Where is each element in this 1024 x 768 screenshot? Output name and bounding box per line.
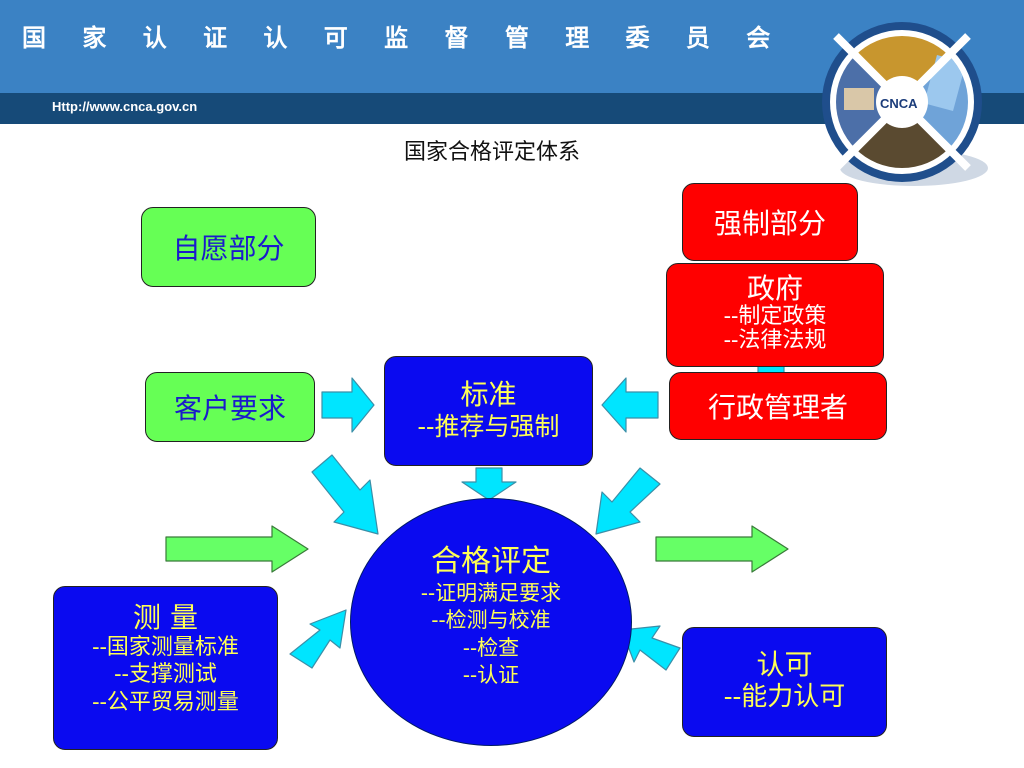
logo-text: CNCA — [880, 96, 918, 111]
mandatory-part-label: 强制部分 — [713, 207, 826, 240]
conformity-line-testing: --检测与校准 — [431, 608, 551, 633]
measurement-title: 测 量 — [133, 601, 198, 634]
government-box: 政府 --制定政策 --法律法规 — [666, 263, 884, 367]
accreditation-box: 认可 --能力认可 — [682, 627, 887, 737]
measurement-line-trade: --公平贸易测量 — [92, 689, 239, 715]
standard-title: 标准 — [460, 377, 517, 411]
government-title: 政府 — [746, 272, 803, 305]
measurement-box: 测 量 --国家测量标准 --支撑测试 --公平贸易测量 — [53, 586, 278, 750]
administrator-label: 行政管理者 — [707, 391, 848, 424]
measurement-line-testing: --支撑测试 — [114, 662, 217, 688]
arrow-measurement-to-conformity — [289, 609, 347, 669]
government-line-laws: --法律法规 — [723, 327, 827, 353]
accreditation-line: --能力认可 — [723, 682, 846, 713]
conformity-line-requirements: --证明满足要求 — [420, 581, 562, 605]
standard-box: 标准 --推荐与强制 — [384, 356, 593, 466]
measurement-line-standards: --国家测量标准 — [92, 634, 239, 660]
customer-requirement-label: 客户要求 — [173, 392, 286, 425]
arrow-customer-to-standard — [321, 377, 375, 433]
page-title: 国家合格评定体系 — [403, 140, 580, 165]
conformity-line-certification: --认证 — [462, 662, 520, 687]
mandatory-part-box: 强制部分 — [682, 183, 858, 261]
arrow-customer-to-conformity — [311, 454, 379, 535]
standard-line: --推荐与强制 — [417, 411, 560, 441]
government-line-policy: --制定政策 — [723, 303, 827, 329]
accreditation-title: 认可 — [756, 648, 813, 682]
customer-requirement-box: 客户要求 — [145, 372, 315, 442]
arrow-left-inflow — [165, 525, 309, 573]
arrow-right-outflow — [655, 525, 789, 573]
conformity-line-inspection: --检查 — [462, 635, 520, 660]
voluntary-part-box: 自愿部分 — [141, 207, 316, 287]
website-url[interactable]: Http://www.cnca.gov.cn — [52, 99, 198, 114]
arrow-standard-to-conformity — [461, 467, 517, 501]
arrow-administrator-to-conformity — [595, 467, 661, 535]
arrow-administrator-to-standard — [601, 377, 659, 433]
cnca-logo-icon — [822, 22, 988, 186]
voluntary-part-label: 自愿部分 — [172, 232, 285, 265]
administrator-box: 行政管理者 — [669, 372, 887, 440]
conformity-assessment-circle: 合格评定 --证明满足要求 --检测与校准 --检查 --认证 — [350, 498, 632, 746]
conformity-title: 合格评定 — [431, 544, 551, 579]
organization-title: 国 家 认 证 认 可 监 督 管 理 委 员 会 — [22, 24, 785, 52]
